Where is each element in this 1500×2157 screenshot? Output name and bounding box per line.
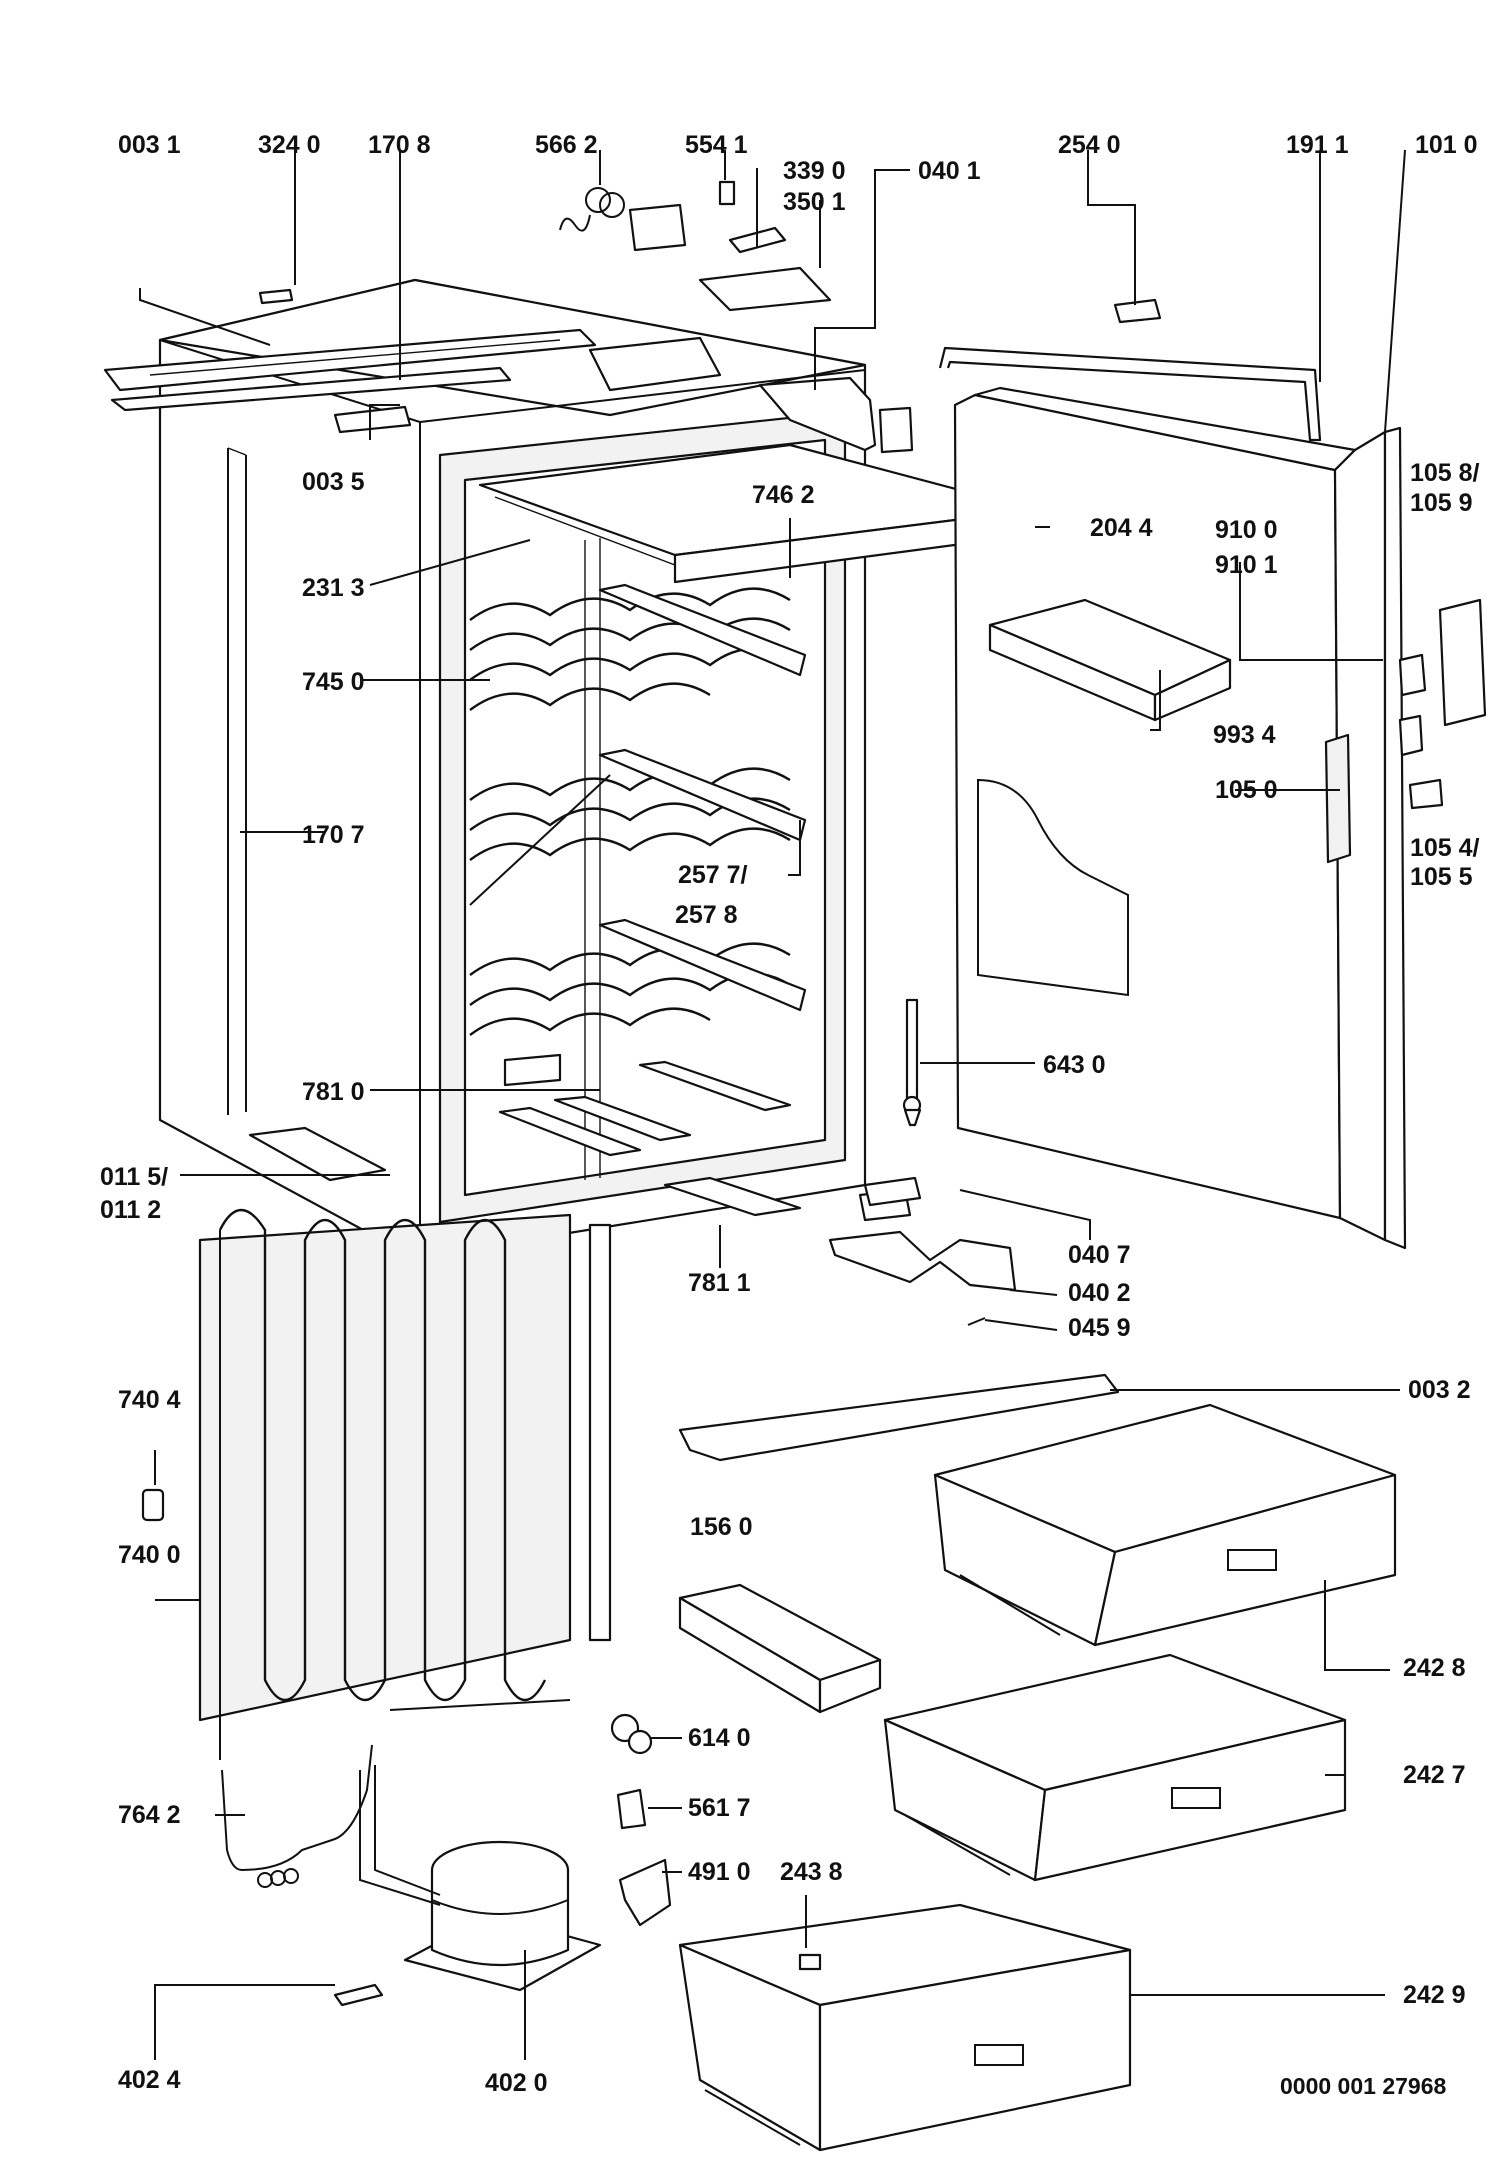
capillary-filter bbox=[221, 1744, 373, 1888]
label-746-2: 746 2 bbox=[752, 481, 815, 509]
label-045-9: 045 9 bbox=[1068, 1314, 1131, 1342]
base-bracket bbox=[248, 1126, 387, 1182]
bottom-hinge bbox=[828, 1176, 1017, 1326]
label-101-0: 101 0 bbox=[1415, 131, 1478, 159]
label-402-4: 402 4 bbox=[118, 2066, 181, 2094]
label-740-0: 740 0 bbox=[118, 1541, 181, 1569]
label-764-2: 764 2 bbox=[118, 1801, 181, 1829]
label-910-0: 910 0 bbox=[1215, 516, 1278, 544]
label-156-0: 156 0 bbox=[690, 1513, 753, 1541]
label-740-4: 740 4 bbox=[118, 1386, 181, 1414]
floor-runners bbox=[498, 1060, 802, 1217]
clip-254 bbox=[1113, 298, 1162, 324]
top-trim-strips bbox=[103, 328, 597, 434]
door-hinge-top bbox=[758, 376, 914, 454]
label-170-8: 170 8 bbox=[368, 131, 431, 159]
door-assembly bbox=[938, 346, 1407, 1250]
label-003-5: 003 5 bbox=[302, 468, 365, 496]
label-105-8: 105 8/ bbox=[1410, 459, 1480, 487]
label-993-4: 993 4 bbox=[1213, 721, 1276, 749]
label-243-8: 243 8 bbox=[780, 1858, 843, 1886]
label-561-7: 561 7 bbox=[688, 1794, 751, 1822]
thermometer bbox=[902, 998, 922, 1127]
compressor bbox=[359, 1765, 602, 1992]
label-257-7: 257 7/ bbox=[678, 861, 748, 889]
label-402-0: 402 0 bbox=[485, 2069, 548, 2097]
label-339-0: 339 0 bbox=[783, 157, 846, 185]
wire-shelf-3 bbox=[469, 918, 807, 1087]
grommet-740 bbox=[141, 1488, 165, 1522]
label-554-1: 554 1 bbox=[685, 131, 748, 159]
wire-shelf-1 bbox=[469, 583, 807, 711]
label-491-0: 491 0 bbox=[688, 1858, 751, 1886]
base-channel bbox=[678, 1373, 1120, 1462]
label-324-0: 324 0 bbox=[258, 131, 321, 159]
egg-tray bbox=[678, 1583, 882, 1714]
label-254-0: 254 0 bbox=[1058, 131, 1121, 159]
wire-shelf-2 bbox=[469, 748, 807, 861]
label-910-1: 910 1 bbox=[1215, 551, 1278, 579]
label-003-1: 003 1 bbox=[118, 131, 181, 159]
label-040-2: 040 2 bbox=[1068, 1279, 1131, 1307]
diagonal-wire bbox=[469, 774, 611, 906]
leader-lines bbox=[139, 149, 1406, 2060]
clip-324 bbox=[258, 288, 294, 305]
label-781-1: 781 1 bbox=[688, 1269, 751, 1297]
label-191-1: 191 1 bbox=[1286, 131, 1349, 159]
label-242-7: 242 7 bbox=[1403, 1761, 1466, 1789]
label-566-2: 566 2 bbox=[535, 131, 598, 159]
clip-402-4 bbox=[333, 1983, 384, 2007]
label-170-7: 170 7 bbox=[302, 821, 365, 849]
label-350-1: 350 1 bbox=[783, 188, 846, 216]
label-204-4: 204 4 bbox=[1090, 514, 1153, 542]
drawer-bottom bbox=[678, 1903, 1132, 2152]
label-105-4: 105 4/ bbox=[1410, 834, 1480, 862]
label-231-3: 231 3 bbox=[302, 574, 365, 602]
thermostat-assembly bbox=[559, 180, 832, 312]
label-003-2: 003 2 bbox=[1408, 1376, 1471, 1404]
label-011-2: 011 2 bbox=[100, 1196, 162, 1224]
label-781-0: 781 0 bbox=[302, 1078, 365, 1106]
door-latch-parts bbox=[1398, 598, 1487, 810]
label-242-9: 242 9 bbox=[1403, 1981, 1466, 2009]
drawer-top bbox=[933, 1403, 1397, 1647]
label-745-0: 745 0 bbox=[302, 668, 365, 696]
label-040-7: 040 7 bbox=[1068, 1241, 1131, 1269]
label-105-9: 105 9 bbox=[1410, 489, 1473, 517]
drawing-code: 0000 001 27968 bbox=[1280, 2073, 1447, 2099]
condenser bbox=[198, 1209, 612, 1760]
drawer-middle bbox=[883, 1653, 1347, 1882]
label-257-8: 257 8 bbox=[675, 901, 738, 929]
label-614-0: 614 0 bbox=[688, 1724, 751, 1752]
label-105-5: 105 5 bbox=[1410, 863, 1473, 891]
small-components bbox=[610, 1713, 672, 1927]
label-040-1: 040 1 bbox=[918, 157, 981, 185]
label-105-0: 105 0 bbox=[1215, 776, 1278, 804]
label-643-0: 643 0 bbox=[1043, 1051, 1106, 1079]
label-242-8: 242 8 bbox=[1403, 1654, 1466, 1682]
label-011-5: 011 5/ bbox=[100, 1163, 169, 1191]
